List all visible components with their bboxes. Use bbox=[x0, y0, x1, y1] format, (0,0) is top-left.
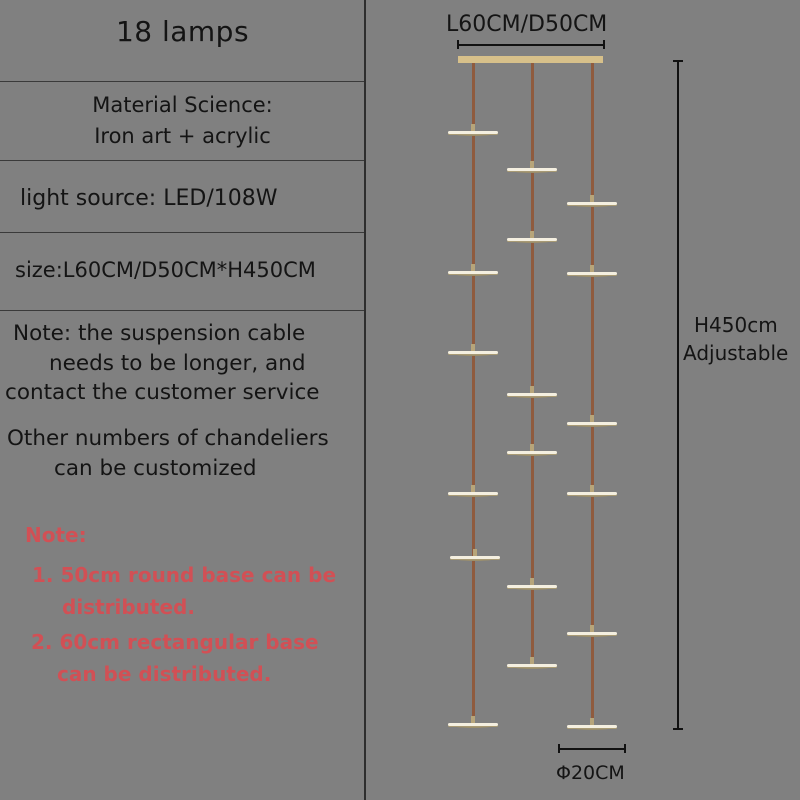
dimension-tick bbox=[624, 744, 626, 753]
lamp-disc bbox=[450, 549, 500, 563]
panel-divider bbox=[364, 0, 366, 800]
lamp-disc bbox=[507, 161, 557, 175]
diameter-label: Φ20CM bbox=[556, 762, 625, 784]
dimension-tick bbox=[603, 40, 605, 49]
lamp-disc bbox=[507, 231, 557, 245]
dimension-tick bbox=[673, 728, 683, 730]
lamp-disc bbox=[448, 344, 498, 358]
diameter-dimension-line bbox=[558, 748, 626, 750]
suspension-cable bbox=[531, 63, 534, 666]
lamp-disc bbox=[448, 264, 498, 278]
red-note-line: distributed. bbox=[62, 595, 195, 619]
lamp-disc bbox=[507, 386, 557, 400]
suspension-cable bbox=[472, 63, 475, 725]
lamp-disc bbox=[507, 657, 557, 671]
height-label: H450cm bbox=[694, 313, 778, 337]
lamp-disc bbox=[507, 444, 557, 458]
ceiling-canopy bbox=[458, 56, 603, 63]
lamp-disc bbox=[448, 124, 498, 138]
height-dimension-line bbox=[677, 60, 679, 729]
lamp-count-title: 18 lamps bbox=[115, 15, 250, 48]
spec-panel: 18 lamps Material Science: Iron art + ac… bbox=[0, 0, 365, 800]
custom-note-line: can be customized bbox=[54, 456, 257, 481]
lamp-disc bbox=[448, 485, 498, 499]
red-note-line: can be distributed. bbox=[57, 662, 272, 686]
lamp-disc bbox=[567, 485, 617, 499]
lamp-disc bbox=[567, 415, 617, 429]
light-source: light source: LED/108W bbox=[20, 186, 278, 211]
divider bbox=[0, 232, 365, 233]
cable-note-line: Note: the suspension cable bbox=[13, 321, 306, 346]
lamp-disc bbox=[567, 195, 617, 209]
red-note-line: 1. 50cm round base can be bbox=[32, 563, 337, 587]
lamp-disc bbox=[448, 716, 498, 730]
width-dimension-label: L60CM/D50CM bbox=[446, 12, 608, 37]
custom-note-line: Other numbers of chandeliers bbox=[7, 426, 329, 451]
lamp-disc bbox=[567, 265, 617, 279]
divider bbox=[0, 160, 365, 161]
divider bbox=[0, 81, 365, 82]
lamp-disc bbox=[507, 578, 557, 592]
width-dimension-line bbox=[457, 44, 604, 46]
suspension-cable bbox=[591, 63, 594, 727]
dimension-tick bbox=[457, 40, 459, 49]
size-spec: size:L60CM/D50CM*H450CM bbox=[15, 258, 316, 282]
divider bbox=[0, 310, 365, 311]
cable-note-line: contact the customer service bbox=[5, 380, 320, 405]
material-value: Iron art + acrylic bbox=[94, 124, 271, 148]
dimension-tick bbox=[558, 744, 560, 753]
red-note-line: 2. 60cm rectangular base bbox=[31, 630, 319, 654]
lamp-disc bbox=[567, 718, 617, 732]
cable-note-line: needs to be longer, and bbox=[49, 351, 306, 376]
red-note-heading: Note: bbox=[25, 523, 87, 547]
dimension-tick bbox=[673, 60, 683, 62]
lamp-disc bbox=[567, 625, 617, 639]
material-label: Material Science: bbox=[92, 93, 273, 117]
adjustable-label: Adjustable bbox=[683, 341, 789, 365]
